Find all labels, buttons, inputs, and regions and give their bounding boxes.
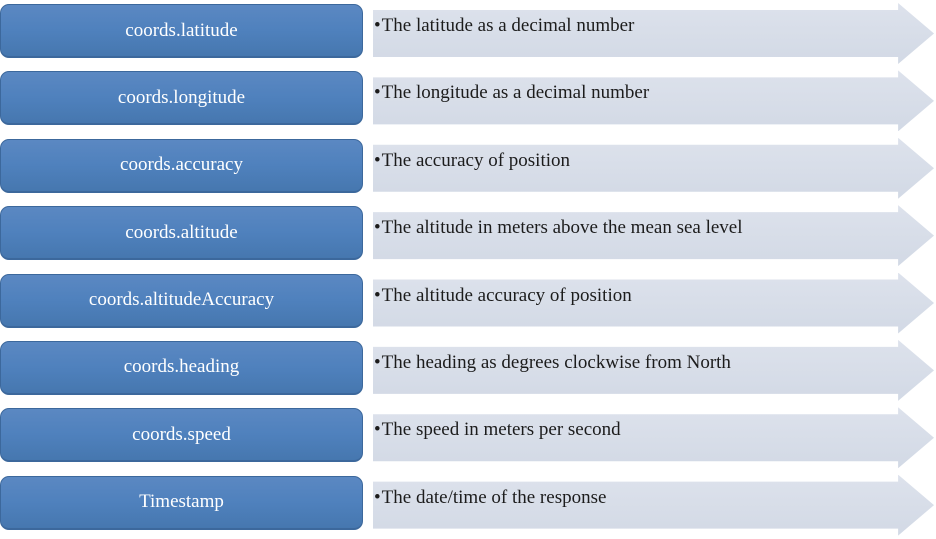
property-label-box: coords.speed <box>0 408 363 463</box>
diagram-row: coords.speed •The speed in meters per se… <box>0 404 936 471</box>
description-arrow: •The accuracy of position <box>373 137 934 199</box>
property-label: coords.accuracy <box>120 154 243 176</box>
bullet-marker: • <box>374 486 381 508</box>
bullet-marker: • <box>374 82 381 104</box>
diagram-row: coords.altitude •The altitude in meters … <box>0 202 936 269</box>
property-label-box: coords.altitude <box>0 206 363 261</box>
description-arrow: •The latitude as a decimal number <box>373 3 934 64</box>
description: The date/time of the response <box>381 486 607 508</box>
diagram-row: coords.heading •The heading as degrees c… <box>0 337 936 404</box>
property-label-box: coords.heading <box>0 340 363 395</box>
diagram-row: coords.altitudeAccuracy •The altitude ac… <box>0 270 936 337</box>
property-label-box: coords.accuracy <box>0 138 363 193</box>
description-text: •The accuracy of position <box>374 150 892 172</box>
description-text: •The speed in meters per second <box>374 419 892 441</box>
description-arrow: •The date/time of the response <box>373 474 934 536</box>
description-text: •The altitude accuracy of position <box>374 285 892 307</box>
property-label-box: coords.longitude <box>0 71 363 126</box>
description: The altitude in meters above the mean se… <box>381 217 743 239</box>
description: The heading as degrees clockwise from No… <box>381 351 731 373</box>
property-label-box: coords.altitudeAccuracy <box>0 273 363 328</box>
bullet-marker: • <box>374 351 381 373</box>
description-text: •The date/time of the response <box>374 487 892 509</box>
description: The accuracy of position <box>381 149 570 171</box>
property-label: coords.altitudeAccuracy <box>88 289 275 310</box>
description-arrow: •The speed in meters per second <box>373 407 934 469</box>
diagram-row: Timestamp •The date/time of the response <box>0 472 936 539</box>
property-label: coords.longitude <box>117 86 246 108</box>
bullet-marker: • <box>374 419 381 441</box>
diagram-row: coords.accuracy •The accuracy of positio… <box>0 135 936 202</box>
bullet-marker: • <box>374 15 381 36</box>
description-text: •The heading as degrees clockwise from N… <box>374 352 892 374</box>
property-label-box: Timestamp <box>0 475 363 530</box>
description: The longitude as a decimal number <box>381 82 650 104</box>
description-text: •The longitude as a decimal number <box>374 82 892 104</box>
description-text: •The latitude as a decimal number <box>374 15 892 37</box>
diagram-row: coords.longitude •The longitude as a dec… <box>0 67 936 134</box>
property-label: coords.latitude <box>125 19 238 41</box>
property-label: Timestamp <box>139 491 224 513</box>
description-text: •The altitude in meters above the mean s… <box>374 217 892 239</box>
description-arrow: •The altitude accuracy of position <box>373 272 934 334</box>
bullet-marker: • <box>374 284 381 306</box>
bullet-marker: • <box>374 149 381 171</box>
property-label: coords.altitude <box>125 221 238 243</box>
description-arrow: •The heading as degrees clockwise from N… <box>373 339 934 401</box>
description-arrow: •The altitude in meters above the mean s… <box>373 205 934 267</box>
bullet-marker: • <box>374 217 381 239</box>
description-arrow: •The longitude as a decimal number <box>373 70 934 132</box>
property-label-box: coords.latitude <box>0 4 363 58</box>
property-label: coords.heading <box>123 356 240 378</box>
description: The altitude accuracy of position <box>381 284 632 306</box>
description: The latitude as a decimal number <box>381 15 635 36</box>
description: The speed in meters per second <box>381 419 621 441</box>
property-label: coords.speed <box>132 423 231 445</box>
diagram-row: coords.latitude •The latitude as a decim… <box>0 0 936 67</box>
